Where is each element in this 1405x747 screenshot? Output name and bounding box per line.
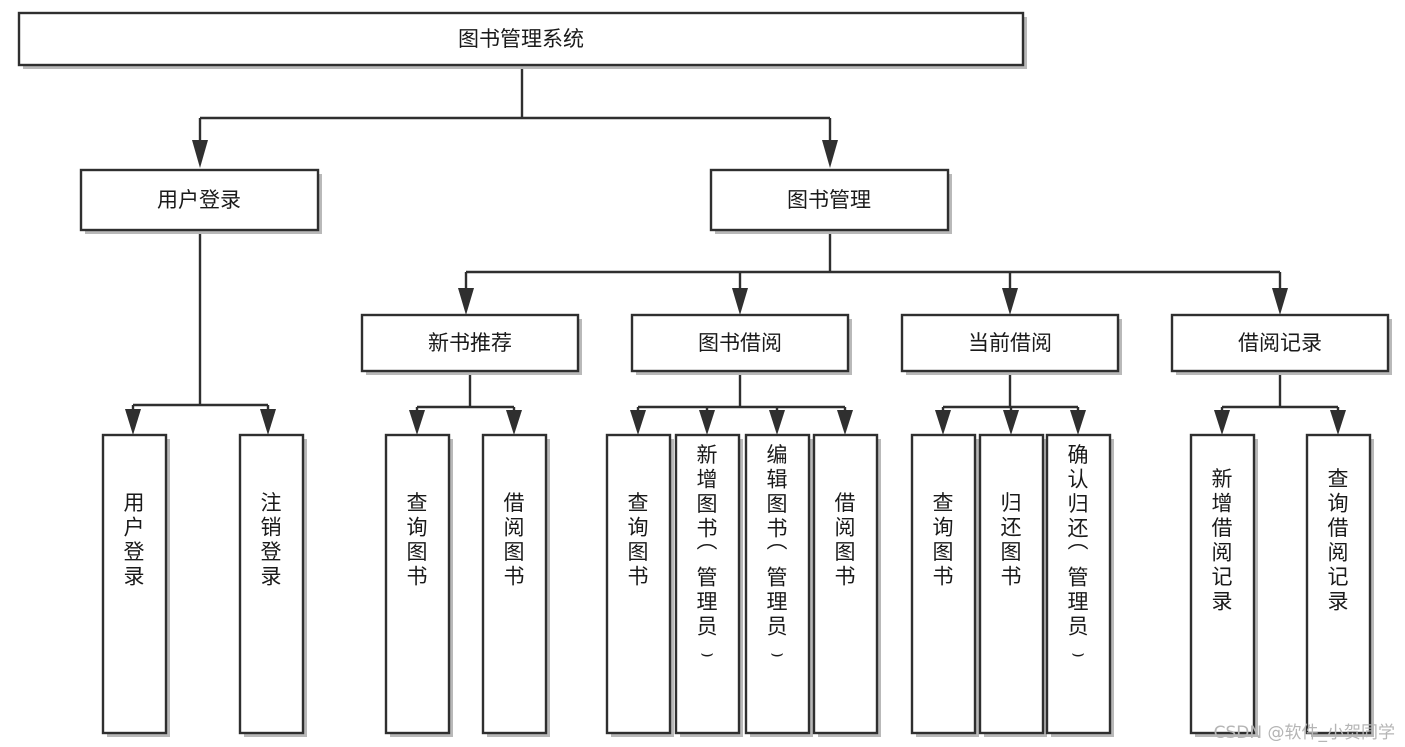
node-rect [101,433,168,735]
leaf-add-borrow-record[interactable]: 新增借阅记录 [1189,433,1258,737]
node-book-borrow[interactable]: 图书借阅 [630,313,852,375]
arrow-to-leaf-add-record [1214,410,1230,435]
leaf-label: 新增图书⌒管理员⌣ [697,443,718,665]
leaf-edit-book-admin[interactable]: 编辑图书⌒管理员⌣ [744,433,813,737]
node-rect [1045,433,1112,735]
node-user-login-label: 用户登录 [157,188,241,212]
node-book-management-label: 图书管理 [787,188,871,212]
arrow-to-leaf-confirm-return [1070,410,1086,435]
node-rect [709,168,950,232]
leaf-label: 查询图书 [407,491,428,589]
node-rect [630,313,850,373]
node-borrow-record-label: 借阅记录 [1238,331,1322,355]
leaf-query-book-current[interactable]: 查询图书 [910,433,979,737]
arrow-to-leaf-user-login [125,409,141,435]
leaf-return-book[interactable]: 归还图书 [978,433,1047,737]
arrow-to-leaf-add-book [699,410,715,435]
node-root-label: 图书管理系统 [458,27,584,51]
node-user-login[interactable]: 用户登录 [79,168,322,234]
leaf-label: 新增借阅记录 [1212,467,1233,614]
leaf-borrow-book-newbooks[interactable]: 借阅图书 [481,433,550,737]
arrow-root-to-book-mgmt [822,140,838,168]
node-rect [900,313,1120,373]
node-rect [978,433,1045,735]
arrow-to-leaf-logout [260,409,276,435]
node-rect [744,433,811,735]
leaf-query-borrow-record[interactable]: 查询借阅记录 [1305,433,1374,737]
node-rect [384,433,451,735]
leaf-label: 查询图书 [933,491,954,589]
node-rect [17,11,1025,67]
leaf-label: 用户登录 [124,491,145,589]
node-rect [910,433,977,735]
leaf-user-login[interactable]: 用户登录 [101,433,170,737]
node-book-borrow-label: 图书借阅 [698,331,782,355]
node-book-management[interactable]: 图书管理 [709,168,952,234]
node-new-book-recommend[interactable]: 新书推荐 [360,313,582,375]
node-rect [1305,433,1372,735]
leaf-label: 查询借阅记录 [1328,467,1349,614]
arrow-root-to-user-login [192,140,208,168]
node-root-system[interactable]: 图书管理系统 [17,11,1027,69]
leaf-label: 查询图书 [628,491,649,589]
leaf-add-book-admin[interactable]: 新增图书⌒管理员⌣ [674,433,743,737]
node-rect [360,313,580,373]
leaf-label: 注销登录 [261,491,282,589]
node-rect [605,433,672,735]
leaf-label: 借阅图书 [504,491,525,589]
arrow-to-current-borrow [1002,288,1018,315]
node-borrow-record[interactable]: 借阅记录 [1170,313,1392,375]
leaf-label: 借阅图书 [835,491,856,589]
leaf-label: 编辑图书⌒管理员⌣ [767,443,788,665]
node-rect [79,168,320,232]
leaf-confirm-return-admin[interactable]: 确认归还⌒管理员⌣ [1045,433,1114,737]
node-rect [812,433,879,735]
arrow-to-leaf-query-book-a [409,410,425,435]
leaf-label: 归还图书 [1001,491,1022,589]
node-rect [481,433,548,735]
arrow-to-new-books [458,288,474,315]
leaf-label: 确认归还⌒管理员⌣ [1068,443,1089,665]
node-rect [1170,313,1390,373]
arrow-to-leaf-borrow-book-b [837,410,853,435]
connector-layer [125,67,1346,435]
node-current-borrow[interactable]: 当前借阅 [900,313,1122,375]
leaf-logout[interactable]: 注销登录 [238,433,307,737]
arrow-to-leaf-borrow-book-a [506,410,522,435]
leaf-borrow-book-borrow[interactable]: 借阅图书 [812,433,881,737]
arrow-to-leaf-query-book-b [630,410,646,435]
node-rect [1189,433,1256,735]
node-current-borrow-label: 当前借阅 [968,331,1052,355]
leaf-query-book-newbooks[interactable]: 查询图书 [384,433,453,737]
arrow-to-leaf-return-book [1003,410,1019,435]
leaf-query-book-borrow[interactable]: 查询图书 [605,433,674,737]
arrow-to-borrow-record [1272,288,1288,315]
arrow-to-leaf-query-book-c [935,410,951,435]
arrow-to-leaf-query-record [1330,410,1346,435]
node-new-book-recommend-label: 新书推荐 [428,331,512,355]
arrow-to-leaf-edit-book [769,410,785,435]
node-rect [674,433,741,735]
node-rect [238,433,305,735]
arrow-to-book-borrow [732,288,748,315]
